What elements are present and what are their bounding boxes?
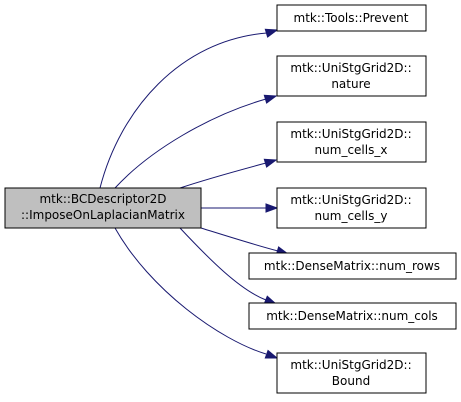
target-node-label-line-2: num_cells_x <box>315 143 388 157</box>
edge-to-bound <box>114 227 267 355</box>
target-node-label-line-1: mtk::UniStgGrid2D:: <box>290 61 411 75</box>
target-node-unistggrid2d-num-cells-x[interactable]: mtk::UniStgGrid2D:: num_cells_x <box>276 121 427 163</box>
target-node-box <box>276 55 427 97</box>
target-node-unistggrid2d-num-cells-y[interactable]: mtk::UniStgGrid2D:: num_cells_y <box>276 187 427 229</box>
target-node-label-line-2: nature <box>331 77 370 91</box>
target-node-densematrix-num-cols[interactable]: mtk::DenseMatrix::num_cols <box>248 302 457 330</box>
target-node-box <box>248 302 457 330</box>
target-node-label-line-1: mtk::UniStgGrid2D:: <box>290 193 411 207</box>
call-graph-edges <box>99 28 290 359</box>
target-node-tools-prevent[interactable]: mtk::Tools::Prevent <box>276 4 427 32</box>
edge-to-nature-arrowhead <box>263 94 278 104</box>
edge-to-num-cols <box>179 227 267 301</box>
target-node-unistggrid2d-nature[interactable]: mtk::UniStgGrid2D:: nature <box>276 55 427 97</box>
source-node-label-line-2: ::ImposeOnLaplacianMatrix <box>21 208 185 222</box>
edge-to-tools-prevent-arrowhead <box>264 28 279 38</box>
target-node-box <box>276 187 427 229</box>
target-node-box <box>276 352 427 394</box>
target-node-label: mtk::Tools::Prevent <box>294 11 409 25</box>
edge-to-num-rows <box>200 227 279 252</box>
edge-to-num-cells-y-arrowhead <box>265 203 279 213</box>
target-node-label-line-2: Bound <box>332 374 370 388</box>
source-node-label-line-1: mtk::BCDescriptor2D <box>39 192 166 206</box>
target-node-label: mtk::DenseMatrix::num_rows <box>264 259 440 273</box>
target-node-label-line-2: num_cells_y <box>315 209 388 223</box>
target-node-label: mtk::DenseMatrix::num_cols <box>266 309 438 323</box>
source-node[interactable]: mtk::BCDescriptor2D ::ImposeOnLaplacianM… <box>4 187 202 229</box>
edge-to-nature <box>114 98 267 189</box>
source-node-box <box>4 187 202 229</box>
target-node-label-line-1: mtk::UniStgGrid2D:: <box>290 127 411 141</box>
target-node-box <box>248 252 457 280</box>
edge-to-num-cells-x <box>179 162 267 189</box>
target-node-box <box>276 4 427 32</box>
edge-to-bound-arrowhead <box>264 349 279 359</box>
target-node-box <box>276 121 427 163</box>
target-node-label-line-1: mtk::UniStgGrid2D:: <box>290 358 411 372</box>
edge-to-num-cells-x-arrowhead <box>263 158 278 168</box>
edge-to-tools-prevent <box>99 32 268 189</box>
target-node-unistggrid2d-bound[interactable]: mtk::UniStgGrid2D:: Bound <box>276 352 427 394</box>
target-node-densematrix-num-rows[interactable]: mtk::DenseMatrix::num_rows <box>248 252 457 280</box>
